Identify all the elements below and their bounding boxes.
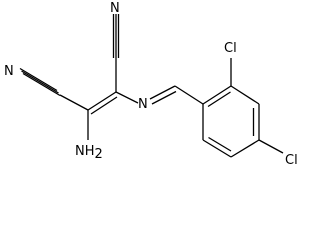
ring-bond-c5-c6 xyxy=(202,139,232,158)
cl-para-label: Cl xyxy=(285,153,298,168)
nitrile-left-triple-bond-2 xyxy=(21,70,59,94)
alkene-to-imine-n-bond xyxy=(115,91,139,104)
nitrile-left-n-label: N xyxy=(4,64,14,79)
amine-nh-label: NH2 xyxy=(75,144,103,162)
imine-n-label: N xyxy=(138,97,148,112)
chlorine-ortho: Cl xyxy=(224,41,237,86)
imine-double-bond-outer xyxy=(149,85,176,100)
nitrile-top-group: N xyxy=(110,1,120,92)
alkene-double-bond-inner xyxy=(90,96,118,115)
ring-inner-double-c5-c6 xyxy=(208,136,232,152)
chlorine-para: Cl xyxy=(258,139,298,168)
cl-ortho-label: Cl xyxy=(224,41,237,56)
nitrile-top-n-label: N xyxy=(110,1,120,16)
structure-diagram: N N NH2 N Cl xyxy=(4,1,298,168)
ring-inner-double-c1-c2 xyxy=(207,91,231,108)
nitrile-left-to-alkene-bond xyxy=(59,94,89,111)
central-alkene xyxy=(87,91,118,115)
benzene-ring xyxy=(202,85,260,158)
ring-bond-c1-c2 xyxy=(202,85,232,105)
nitrile-left-group: N xyxy=(4,64,89,111)
nitrile-left-triple-bond-1 xyxy=(19,67,58,92)
imine-ch-to-ring-bond xyxy=(174,85,204,105)
c4-cl-bond xyxy=(258,139,284,154)
imine-group: N xyxy=(115,85,204,112)
amino-group: NH2 xyxy=(75,110,103,162)
nitrile-left-triple-bond-3 xyxy=(22,72,61,97)
imine-double-bond-inner xyxy=(151,90,177,105)
ring-bond-c4-c5 xyxy=(230,139,260,158)
alkene-double-bond-outer xyxy=(87,91,117,111)
ring-bond-c2-c3 xyxy=(230,85,260,105)
